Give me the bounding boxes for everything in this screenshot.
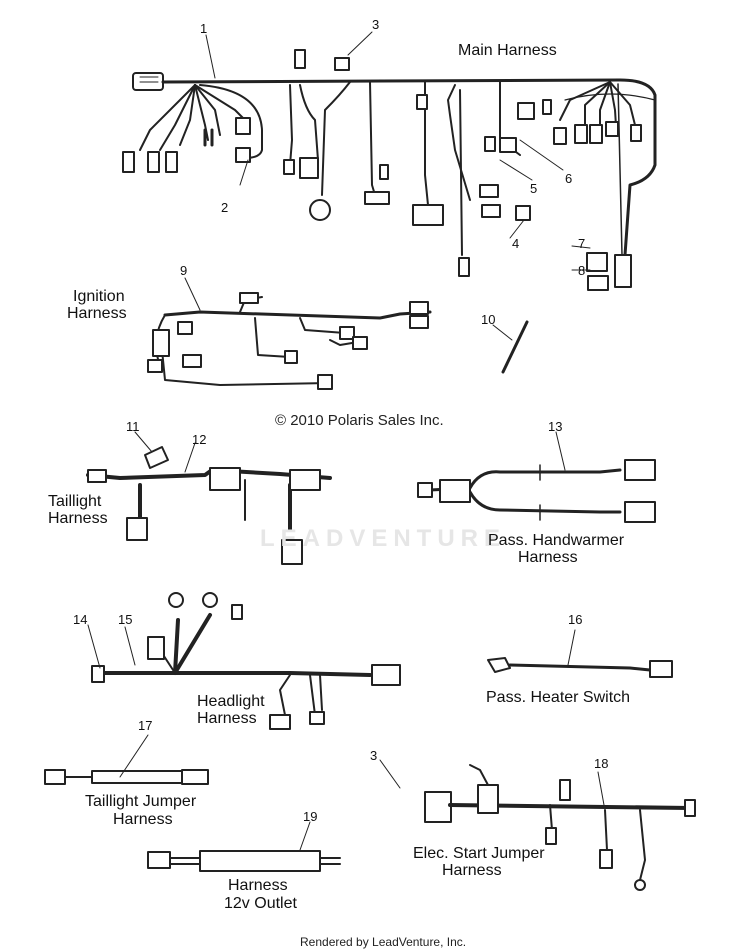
outlet-harness-drawing [147, 821, 341, 872]
callout-19: 19 [303, 809, 318, 824]
ignition-harness-label-line2: Harness [67, 305, 127, 322]
item-10-tie [492, 320, 529, 374]
elec-start-label-line2: Harness [442, 862, 502, 879]
callout-1: 1 [200, 21, 208, 36]
callout-4: 4 [512, 236, 520, 251]
callout-16: 16 [568, 612, 583, 627]
headlight-harness-drawing [87, 592, 401, 730]
callout-14: 14 [73, 612, 88, 627]
taillight-harness-drawing [86, 431, 332, 565]
callout-10: 10 [481, 312, 496, 327]
copyright: © 2010 Polaris Sales Inc. [275, 412, 444, 429]
headlight-harness-label-line1: Headlight [197, 693, 265, 710]
footer-credit: Rendered by LeadVenture, Inc. [300, 935, 467, 949]
watermark: LEADVENTURE [260, 525, 507, 552]
callout-7: 7 [578, 236, 586, 251]
taillight-harness-label-line2: Harness [48, 510, 108, 527]
callout-11: 11 [126, 419, 140, 434]
handwarmer-harness-drawing [417, 431, 656, 523]
callout-8: 8 [578, 263, 586, 278]
callout-2: 2 [221, 200, 229, 215]
taillight-jumper-label-line2: Harness [113, 811, 173, 828]
callout-9: 9 [180, 263, 188, 278]
taillight-jumper-drawing [44, 734, 209, 785]
heater-switch-label: Pass. Heater Switch [486, 689, 631, 706]
callout-6: 6 [565, 171, 573, 186]
callout-12: 12 [192, 432, 207, 447]
main-leaders [205, 31, 591, 271]
taillight-jumper-label-line1: Taillight Jumper [85, 793, 197, 810]
callout-13: 13 [548, 419, 563, 434]
outlet-harness-label-line1: Harness [228, 877, 288, 894]
callout-3: 3 [372, 17, 380, 32]
handwarmer-label-line1: Pass. Handwarmer [488, 532, 625, 549]
handwarmer-label-line2: Harness [518, 549, 578, 566]
ignition-harness-drawing [147, 277, 432, 390]
elec-start-label-line1: Elec. Start Jumper [413, 845, 545, 862]
callout-3-second: 3 [370, 748, 378, 763]
heater-switch-drawing [487, 629, 673, 678]
callout-5: 5 [530, 181, 538, 196]
callout-18: 18 [594, 756, 609, 771]
callout-15: 15 [118, 612, 133, 627]
ignition-harness-label-line1: Ignition [73, 288, 125, 305]
callout-17: 17 [138, 718, 153, 733]
taillight-harness-label-line1: Taillight [48, 493, 102, 510]
main-harness-label: Main Harness [458, 42, 557, 59]
headlight-harness-label-line2: Harness [197, 710, 257, 727]
outlet-harness-label-line2: 12v Outlet [224, 895, 297, 912]
main-harness-drawing [122, 49, 657, 291]
elec-start-jumper-drawing [379, 759, 696, 891]
